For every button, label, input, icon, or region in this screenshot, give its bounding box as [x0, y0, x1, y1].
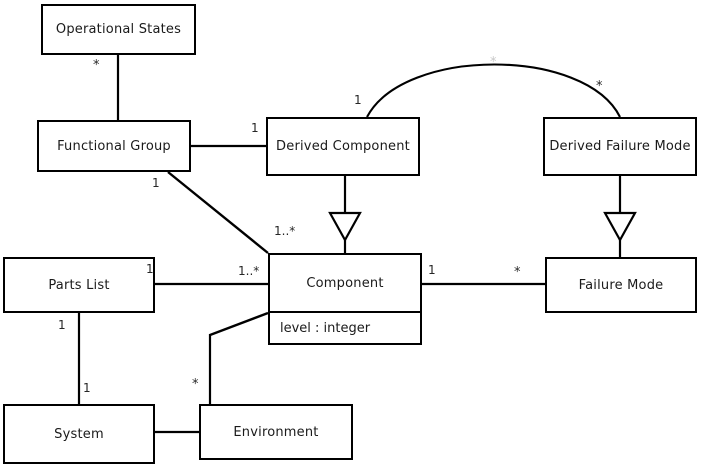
edge-derived-component-derived-failure-mode: [366, 63, 621, 118]
multiplicity-derived-component-arc-left: 1: [354, 93, 362, 107]
multiplicity-derived-component-arc-apex: *: [490, 55, 497, 70]
compartment-divider-component: [270, 311, 420, 313]
class-name-component: Component: [306, 275, 384, 291]
edge-functional-group-component: [167, 171, 269, 254]
multiplicity-functional-group-component: 1: [152, 176, 160, 190]
class-box-system[interactable]: System: [3, 404, 155, 464]
multiplicity-system-parts-list: 1: [83, 381, 91, 395]
class-attribute-component-level: level : integer: [280, 320, 371, 336]
class-name-system: System: [54, 426, 104, 442]
class-name-functional-group: Functional Group: [57, 138, 171, 154]
edge-environment-component-diagonal: [209, 311, 269, 337]
multiplicity-functional-group-derived-component: 1: [251, 121, 259, 135]
class-box-operational-states[interactable]: Operational States: [41, 4, 196, 55]
multiplicity-operational-states-functional-group: *: [93, 58, 100, 73]
class-box-derived-failure-mode[interactable]: Derived Failure Mode: [543, 117, 697, 176]
class-box-failure-mode[interactable]: Failure Mode: [545, 257, 697, 313]
multiplicity-parts-list-component: 1: [146, 262, 154, 276]
multiplicity-failure-mode-component: *: [514, 265, 521, 280]
multiplicity-environment-component: *: [192, 377, 199, 392]
class-box-derived-component[interactable]: Derived Component: [266, 117, 420, 176]
multiplicity-component-failure-mode: 1: [428, 263, 436, 277]
generalization-triangle-component: [328, 211, 362, 243]
class-box-functional-group[interactable]: Functional Group: [37, 120, 191, 172]
class-name-operational-states: Operational States: [55, 22, 182, 37]
class-name-derived-component: Derived Component: [276, 139, 410, 154]
class-name-environment: Environment: [233, 424, 319, 440]
multiplicity-derived-failure-mode-arc-right: *: [596, 79, 603, 94]
multiplicity-parts-list-system: 1: [58, 318, 66, 332]
class-name-derived-failure-mode: Derived Failure Mode: [549, 139, 691, 154]
class-name-failure-mode: Failure Mode: [578, 277, 664, 293]
multiplicity-component-parts-list: 1..*: [238, 264, 260, 278]
class-box-component[interactable]: Component level : integer: [268, 253, 422, 345]
class-box-parts-list[interactable]: Parts List: [3, 257, 155, 313]
generalization-triangle-failure-mode: [603, 211, 637, 243]
class-box-environment[interactable]: Environment: [199, 404, 353, 460]
multiplicity-component-functional-group: 1..*: [274, 224, 296, 238]
class-name-parts-list: Parts List: [48, 277, 110, 293]
